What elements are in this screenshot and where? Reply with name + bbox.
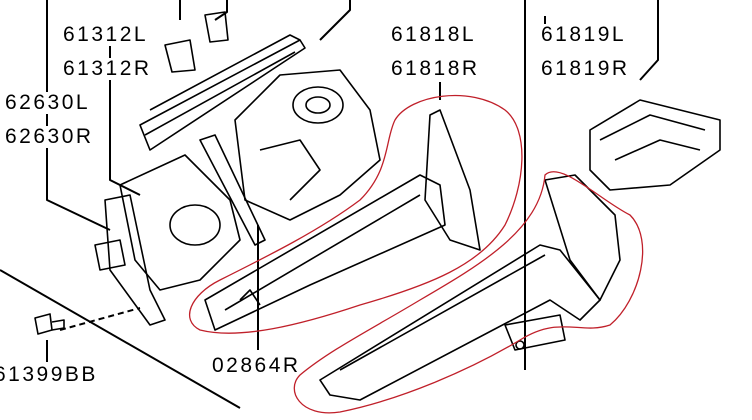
highlight-61819 <box>293 171 644 414</box>
part-61312-rail <box>139 11 306 151</box>
part-upper-right-panel <box>589 99 721 191</box>
part-label-62630R[interactable]: 62630R <box>4 125 95 148</box>
part-label-61312R[interactable]: 61312R <box>62 57 153 80</box>
part-62630-apron <box>94 154 241 326</box>
part-label-61819L[interactable]: 61819L <box>540 23 628 46</box>
part-label-02864R[interactable]: 02864R <box>212 354 301 377</box>
part-61819-member <box>319 174 621 401</box>
part-label-61312L[interactable]: 61312L <box>62 23 150 46</box>
part-61818-member <box>204 109 481 331</box>
part-strut-tower <box>199 69 381 246</box>
part-label-61818L[interactable]: 61818L <box>390 23 478 46</box>
leader-lines <box>0 0 659 409</box>
highlight-61818 <box>189 94 523 334</box>
part-label-61818R[interactable]: 61818R <box>390 57 481 80</box>
part-label-62630L[interactable]: 62630L <box>4 91 92 114</box>
part-label-61819R[interactable]: 61819R <box>540 57 631 80</box>
part-label-61399BB[interactable]: 61399BB <box>0 364 99 386</box>
highlight-outlines <box>189 94 644 414</box>
bolt-61399BB-icon <box>34 313 65 335</box>
